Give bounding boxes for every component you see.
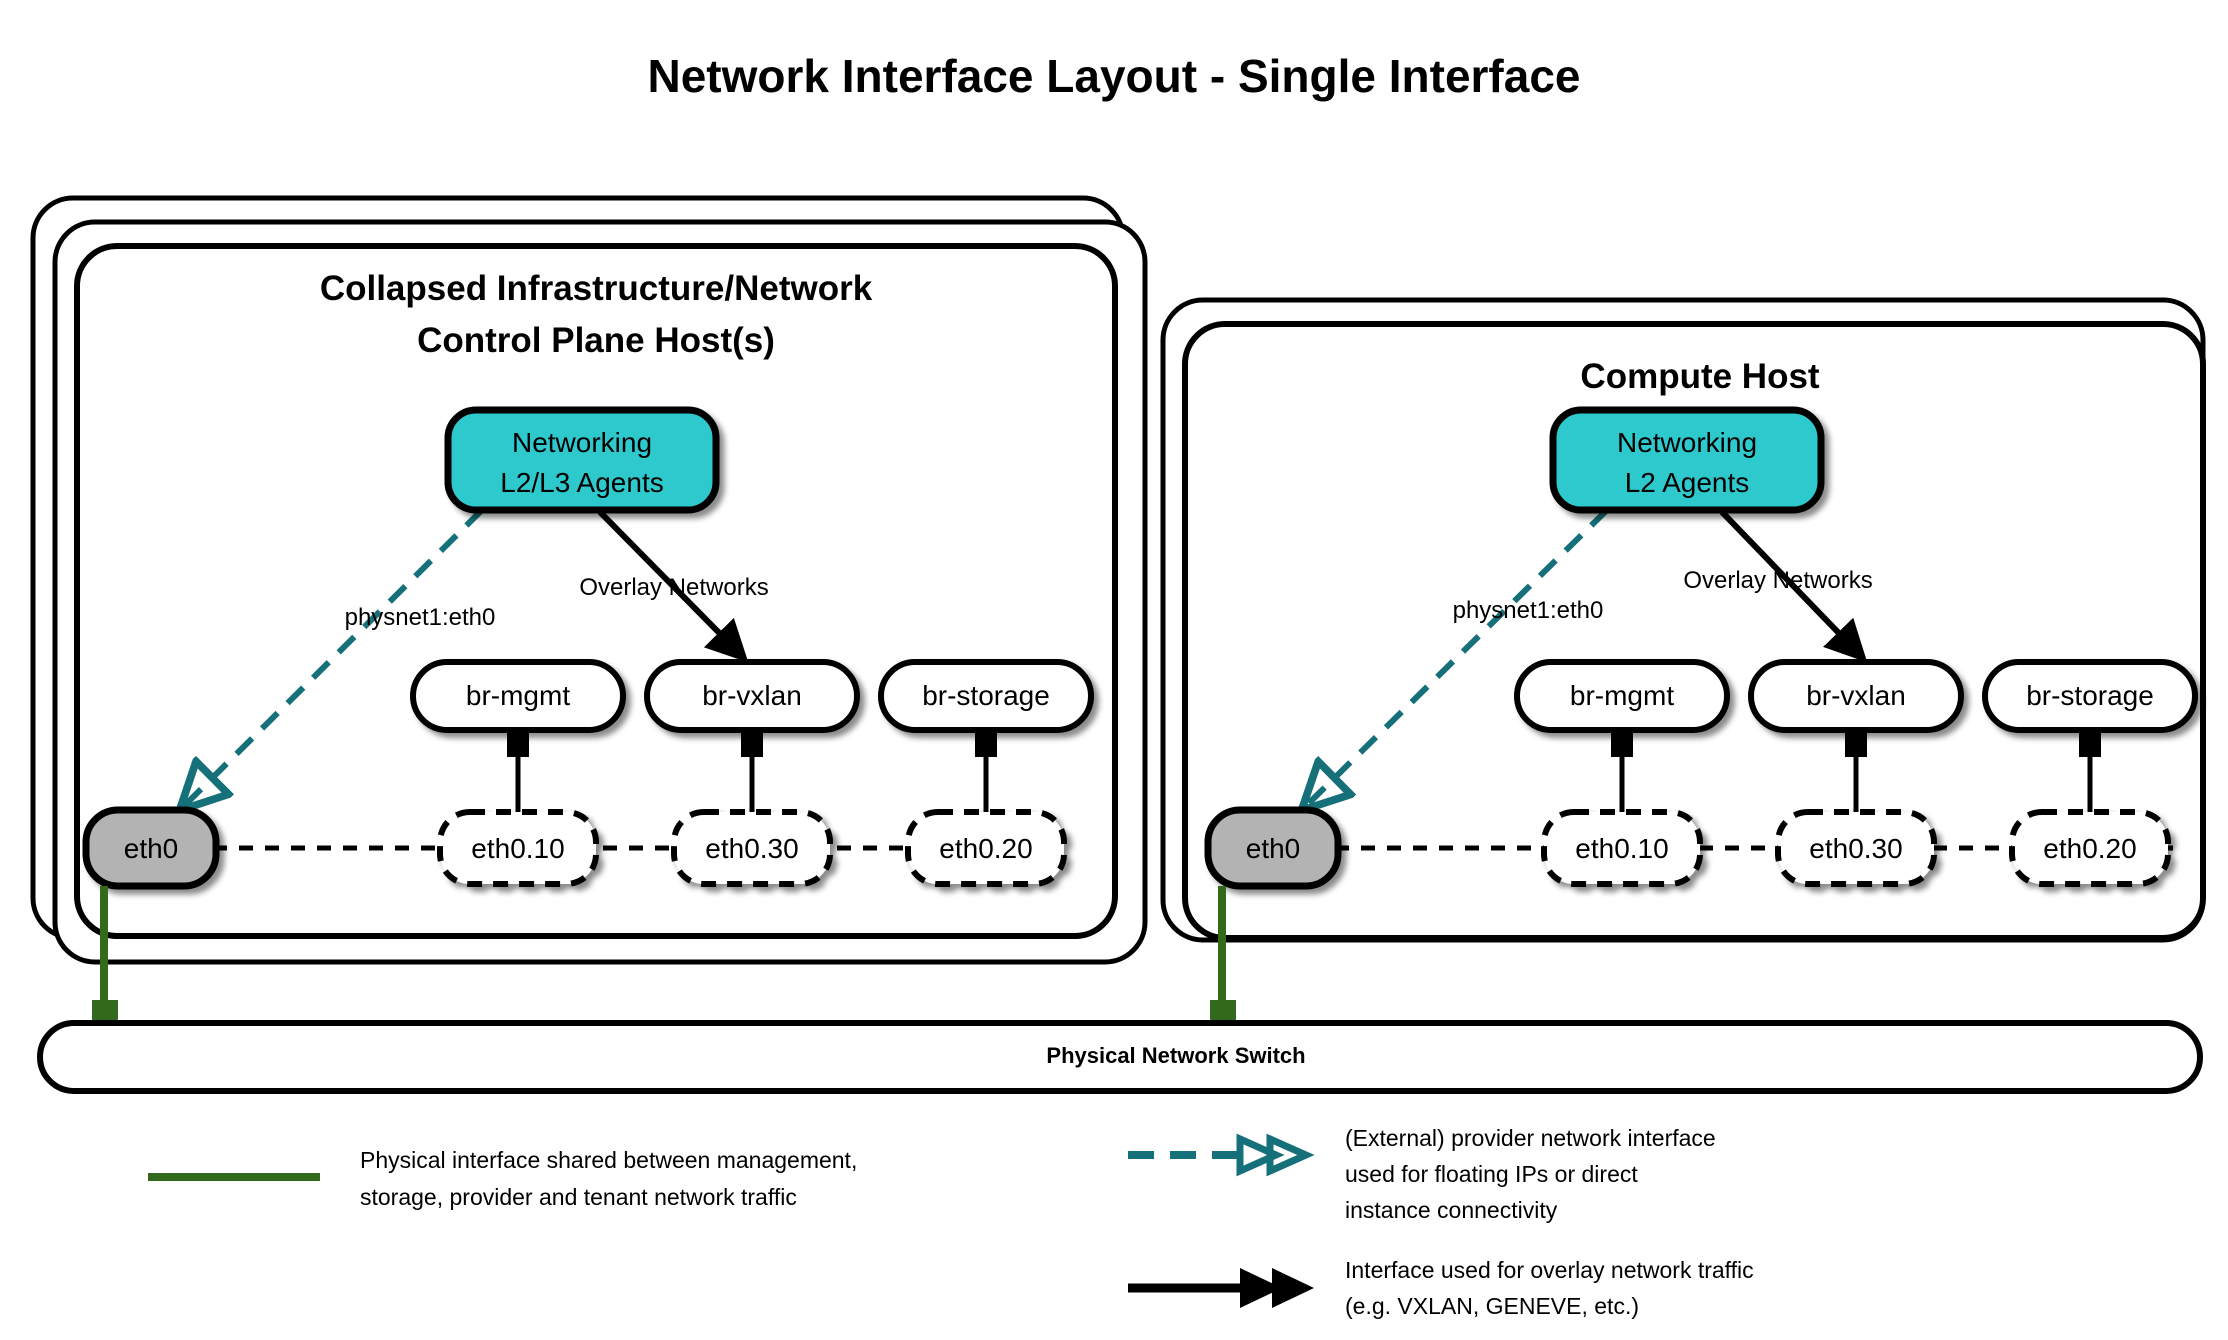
legend-text-line: (External) provider network interface <box>1345 1125 1716 1151</box>
bridge-label: br-storage <box>2026 680 2154 711</box>
agent-box-line1: Networking <box>512 427 652 458</box>
overlay-edge <box>597 509 749 663</box>
legend-text-line: instance connectivity <box>1345 1197 1558 1223</box>
vlan-node[interactable] <box>437 809 599 887</box>
legend-chevron-2-icon <box>1266 1133 1315 1177</box>
legend-text-line: Physical interface shared between manage… <box>360 1147 857 1173</box>
legend-text-line: Interface used for overlay network traff… <box>1345 1257 1754 1283</box>
vlan-label: eth0.10 <box>1575 833 1668 864</box>
overlay-edge-label: Overlay Networks <box>1683 567 1872 594</box>
vlan-label: eth0.20 <box>2043 833 2136 864</box>
agent-box[interactable] <box>444 406 720 514</box>
host-stack-layer-front <box>1182 321 2206 941</box>
vlan-node[interactable] <box>2009 809 2171 887</box>
physical-switch-label: Physical Network Switch <box>1046 1043 1305 1068</box>
legend-text-line: storage, provider and tenant network tra… <box>360 1184 797 1210</box>
legend-chevron-1-icon <box>1236 1133 1285 1177</box>
agent-box-line2: L2 Agents <box>1625 467 1750 498</box>
physical-nic-node[interactable] <box>82 806 220 890</box>
provider-edge-label: physnet1:eth0 <box>345 604 496 631</box>
bridge-node[interactable] <box>644 659 860 733</box>
vlan-node[interactable] <box>1775 809 1937 887</box>
vlan-label: eth0.30 <box>1809 833 1902 864</box>
legend-arrowhead-1-icon <box>1240 1268 1282 1308</box>
agent-box-line2: L2/L3 Agents <box>500 467 663 498</box>
legend-item-physical: Physical interface shared between manage… <box>148 1147 857 1210</box>
legend-arrowhead-2-icon <box>1272 1268 1314 1308</box>
bridge-node[interactable] <box>1514 659 1730 733</box>
physical-nic-label: eth0 <box>1246 833 1301 864</box>
host-control-plane: Collapsed Infrastructure/Network Control… <box>30 195 1148 1032</box>
vlan-node[interactable] <box>671 809 833 887</box>
bridge-label: br-mgmt <box>466 680 570 711</box>
bridge-node[interactable] <box>878 659 1094 733</box>
bridge-node[interactable] <box>410 659 626 733</box>
vlan-label: eth0.10 <box>471 833 564 864</box>
vlan-node[interactable] <box>905 809 1067 887</box>
host-title-line1: Compute Host <box>1580 357 1820 396</box>
host-compute: Compute Host physnet1:eth0 Overlay Netwo… <box>1160 297 2206 1032</box>
overlay-edge <box>1719 509 1868 663</box>
host-title-line2: Control Plane Host(s) <box>417 321 775 360</box>
legend-item-overlay: Interface used for overlay network traff… <box>1128 1257 1754 1319</box>
agent-box-line1: Networking <box>1617 427 1757 458</box>
legend-text-line: (e.g. VXLAN, GENEVE, etc.) <box>1345 1293 1639 1319</box>
legend-text-line: used for floating IPs or direct <box>1345 1161 1638 1187</box>
vlan-node[interactable] <box>1541 809 1703 887</box>
provider-edge-label: physnet1:eth0 <box>1453 597 1604 624</box>
overlay-edge-label: Overlay Networks <box>579 574 768 601</box>
bridge-node[interactable] <box>1748 659 1964 733</box>
bridge-label: br-vxlan <box>702 680 802 711</box>
bridge-node[interactable] <box>1982 659 2198 733</box>
bridge-label: br-mgmt <box>1570 680 1674 711</box>
physical-switch-bar[interactable] <box>37 1020 2203 1094</box>
vlan-label: eth0.20 <box>939 833 1032 864</box>
host-title-line1: Collapsed Infrastructure/Network <box>320 269 873 308</box>
vlan-label: eth0.30 <box>705 833 798 864</box>
bridge-label: br-vxlan <box>1806 680 1906 711</box>
legend-item-provider: (External) provider network interface us… <box>1128 1125 1716 1223</box>
page-title: Network Interface Layout - Single Interf… <box>647 50 1580 102</box>
agent-box[interactable] <box>1549 406 1825 514</box>
bridge-label: br-storage <box>922 680 1050 711</box>
legend: Physical interface shared between manage… <box>148 1125 1754 1319</box>
physical-nic-label: eth0 <box>124 833 179 864</box>
physical-nic-node[interactable] <box>1204 806 1342 890</box>
host-stack-layer-front <box>74 243 1118 939</box>
